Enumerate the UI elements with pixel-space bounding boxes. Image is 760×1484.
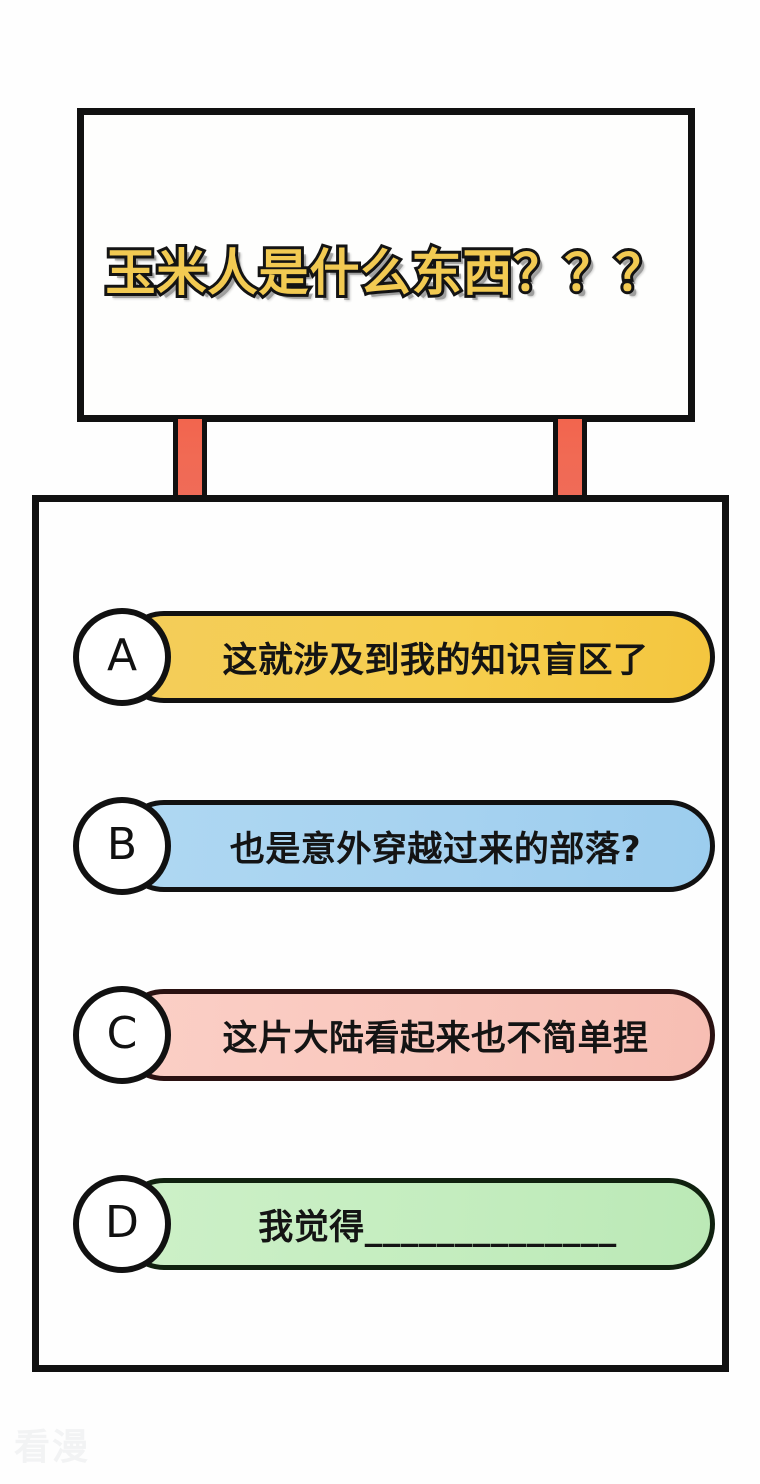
option-badge-letter-b: B [106, 819, 138, 870]
option-row-d[interactable]: 我觉得______________ D [73, 1175, 715, 1273]
option-pill-a[interactable]: 这就涉及到我的知识盲区了 [118, 611, 715, 703]
question-panel: 玉米人是什么东西？？？ [77, 108, 695, 422]
option-label-b: 也是意外穿越过来的部落? [229, 829, 642, 870]
option-badge-d[interactable]: D [73, 1175, 171, 1273]
option-label-d: 我觉得______________ [258, 1207, 617, 1248]
connector-leg-left [173, 419, 207, 499]
option-pill-b[interactable]: 也是意外穿越过来的部落? [118, 800, 715, 892]
option-badge-b[interactable]: B [73, 797, 171, 895]
option-row-b[interactable]: 也是意外穿越过来的部落? B [73, 797, 715, 895]
connector-leg-right [553, 419, 587, 499]
option-badge-letter-c: C [106, 1008, 138, 1059]
option-row-c[interactable]: 这片大陆看起来也不简单捏 C [73, 986, 715, 1084]
option-pill-d[interactable]: 我觉得______________ [118, 1178, 715, 1270]
option-badge-c[interactable]: C [73, 986, 171, 1084]
option-row-a[interactable]: 这就涉及到我的知识盲区了 A [73, 608, 715, 706]
answers-panel: 这就涉及到我的知识盲区了 A 也是意外穿越过来的部落? B 这片大陆看起来也不简… [32, 495, 729, 1372]
option-pill-c[interactable]: 这片大陆看起来也不简单捏 [118, 989, 715, 1081]
watermark-text: 看漫 [14, 1427, 91, 1468]
option-badge-letter-a: A [106, 630, 138, 681]
option-badge-a[interactable]: A [73, 608, 171, 706]
options-list: 这就涉及到我的知识盲区了 A 也是意外穿越过来的部落? B 这片大陆看起来也不简… [73, 608, 715, 1273]
option-badge-letter-d: D [105, 1197, 139, 1248]
option-label-c: 这片大陆看起来也不简单捏 [222, 1018, 649, 1059]
question-title: 玉米人是什么东西？？？ [103, 242, 669, 303]
option-label-a: 这就涉及到我的知识盲区了 [222, 640, 649, 681]
